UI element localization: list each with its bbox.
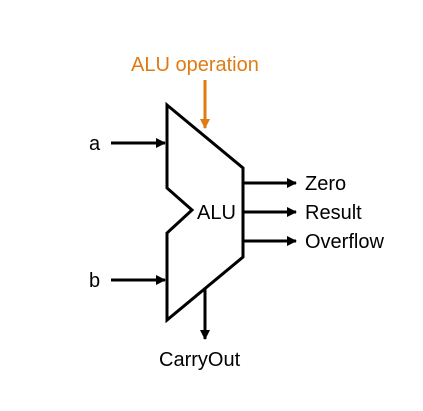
result-output-label: Result xyxy=(305,202,362,224)
zero-output-label: Zero xyxy=(305,173,346,195)
alu-unit-label: ALU xyxy=(197,202,236,224)
carry-out-label: CarryOut xyxy=(159,349,241,371)
input-a-label: a xyxy=(89,133,101,155)
alu-operation-label: ALU operation xyxy=(131,54,259,76)
overflow-output-label: Overflow xyxy=(305,231,384,253)
input-b-label: b xyxy=(89,270,100,292)
